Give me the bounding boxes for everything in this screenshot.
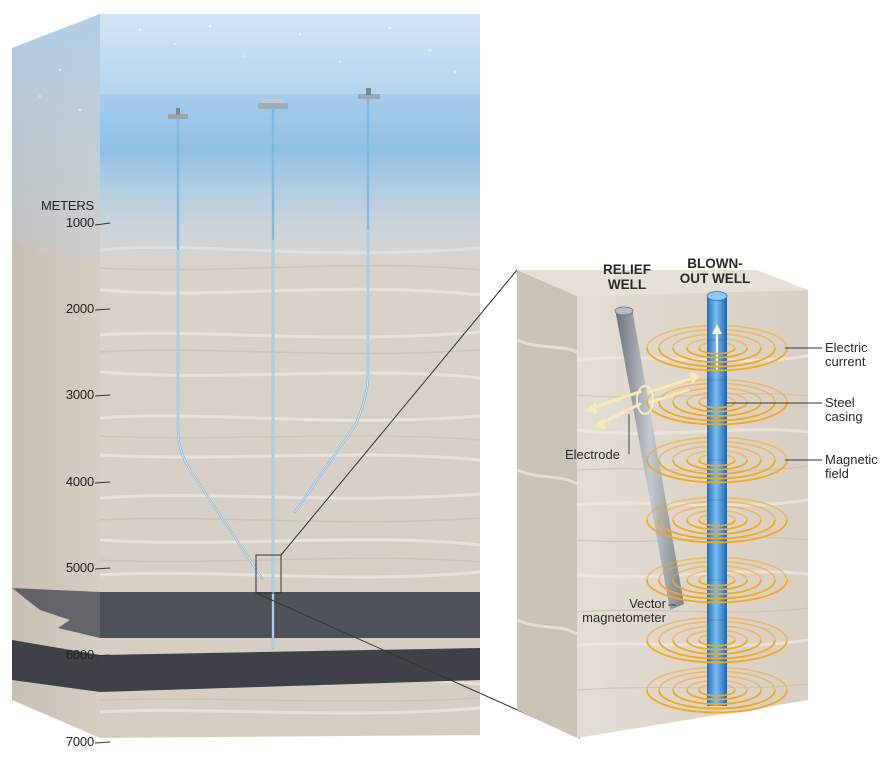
magnetic-field-arc-front (658, 459, 776, 480)
magnetic-field-arc-front (658, 639, 776, 660)
magnetic-field-arc-front (646, 689, 788, 714)
magnetic-field-arc-front (686, 579, 748, 591)
magnetic-field-arc-front (698, 519, 736, 527)
depth-tick-7000: 7000 (65, 734, 94, 749)
magnetic-field-arc-front (686, 347, 748, 359)
depth-tick-1000: 1000 (65, 215, 94, 230)
magnetic-field-arc-front (646, 519, 788, 544)
magnetic-field-arc-front (672, 401, 762, 417)
magnetic-field-arc-front (686, 689, 748, 701)
magnetic-field-arc-front (646, 401, 788, 426)
magnetic-field-lines-front (646, 347, 788, 714)
magnetic-field-arc-front (646, 639, 788, 664)
depth-tick-2000: 2000 (65, 301, 94, 316)
callout-electrode: Electrode (565, 447, 620, 462)
magnetic-field-arc-front (686, 519, 748, 531)
magnetic-field-arc-front (698, 639, 736, 647)
depth-tick-4000: 4000 (65, 474, 94, 489)
blownout-well-pipe (706, 291, 728, 706)
main-block (12, 14, 481, 738)
zoom-box (255, 554, 282, 594)
relief-well-pipe (614, 306, 684, 610)
magnetic-field-arc-front (672, 639, 762, 655)
inset-side (517, 270, 577, 738)
dark-rock-layer (100, 592, 480, 638)
magnetic-field-arc-front (698, 401, 736, 409)
depth-tick-3000: 3000 (65, 387, 94, 402)
well-paths (176, 97, 370, 650)
magnetic-field-arc-front (658, 689, 776, 710)
callout-leaders (628, 347, 822, 606)
ocean-water-side (12, 14, 100, 262)
magnetic-field-arc-front (658, 401, 776, 422)
magnetic-field-arc-front (672, 689, 762, 705)
magnetic-field-arc-front (646, 459, 788, 484)
callout-magnetic-field: Magnetic field (825, 452, 878, 481)
magnetic-field-arc-front (686, 639, 748, 651)
platform-center (258, 99, 288, 109)
magnetic-field-arc-front (686, 459, 748, 471)
magnetic-field-arc-front (698, 459, 736, 467)
callout-electric-current: Electric current (825, 340, 868, 369)
magnetic-field-arc-front (658, 579, 776, 600)
magnetic-field-arc-front (646, 347, 788, 372)
platform-right (358, 88, 380, 99)
platform-left (168, 108, 188, 119)
callout-vector-magnetometer: Vector magnetometer (582, 596, 666, 625)
magnetic-field-arc-front (686, 401, 748, 413)
depth-ticks (94, 222, 111, 744)
axis-unit-label: METERS (41, 198, 94, 213)
magnetic-field-arc-front (698, 347, 736, 355)
electrode (636, 385, 654, 415)
ocean-water-front (100, 14, 480, 262)
magnetic-field-arc-front (672, 347, 762, 363)
relief-well-header: RELIEF WELL (602, 262, 651, 292)
magnetic-field-arc-front (646, 579, 788, 604)
magnetic-field-arc-front (658, 347, 776, 368)
magnetic-field-arc-front (698, 579, 736, 587)
depth-tick-6000: 6000 (65, 647, 94, 662)
depth-tick-5000: 5000 (65, 560, 94, 575)
wellhead-platforms (168, 88, 380, 119)
magnetic-field-arc-front (658, 519, 776, 540)
callout-steel-casing: Steel casing (825, 395, 863, 424)
magnetic-field-arc-front (672, 519, 762, 535)
magnetic-field-arc-front (672, 459, 762, 475)
blownout-well-header: BLOWN- OUT WELL (679, 256, 751, 286)
magnetic-field-arc-front (698, 689, 736, 697)
magnetic-field-arc-front (672, 579, 762, 595)
